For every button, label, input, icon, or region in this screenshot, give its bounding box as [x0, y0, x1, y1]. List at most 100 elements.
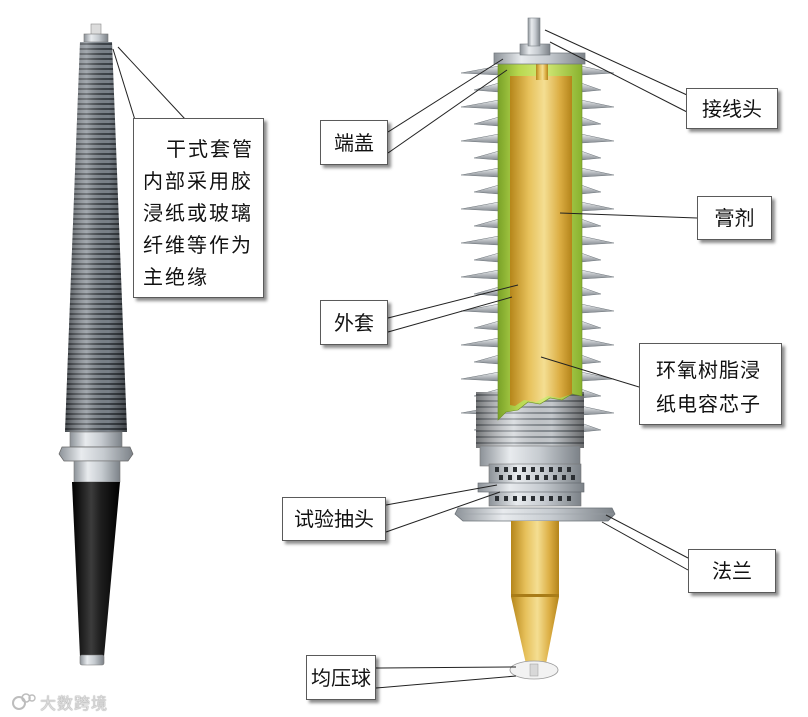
core-line: 环氧树脂浸	[656, 358, 761, 382]
leader-sleeve-2	[387, 296, 513, 333]
leader-ball-2	[375, 675, 517, 689]
note-line: 干式套管	[166, 137, 254, 161]
note-line: 内部采用胶	[143, 169, 253, 193]
tap-window	[535, 475, 539, 480]
dry-bushing-flange	[58, 446, 134, 462]
shed-right	[580, 371, 615, 382]
tap-window	[540, 496, 544, 501]
tap-window	[549, 496, 553, 501]
leader-ball-1	[375, 666, 517, 669]
dry-bushing-neck	[73, 460, 121, 483]
shed-right	[580, 150, 602, 161]
tap-window	[504, 496, 508, 501]
tap-window	[531, 467, 535, 472]
test-tap-ring	[477, 482, 585, 493]
label-paste: 膏剂	[697, 196, 772, 240]
tap-window	[522, 496, 526, 501]
shed-right	[580, 252, 602, 263]
dry-bushing-cone	[72, 482, 120, 657]
tap-window	[513, 467, 517, 472]
tap-window	[504, 467, 508, 472]
shed-right	[580, 303, 615, 314]
tap-window	[544, 475, 548, 480]
tap-window	[567, 467, 571, 472]
shed-left	[473, 150, 500, 161]
capacitor-core	[510, 76, 572, 406]
leader-lines	[112, 29, 698, 689]
leader-tap-2	[385, 491, 501, 533]
label-capacitor-core: 环氧树脂浸 纸电容芯子	[639, 343, 782, 425]
shed-right	[580, 65, 615, 76]
shed-left	[460, 167, 500, 178]
note-line: 纤维等作为	[143, 233, 253, 257]
shed-right	[580, 286, 602, 297]
note-line: 浸纸或玻璃	[143, 201, 253, 225]
tap-window	[558, 496, 562, 501]
leader-note-1	[112, 48, 136, 121]
dry-bushing-tip	[79, 654, 105, 666]
shed-left	[473, 252, 500, 263]
leader-flange-1	[605, 514, 689, 559]
tap-window	[495, 467, 499, 472]
tap-window	[517, 475, 521, 480]
shed-left	[473, 286, 500, 297]
grading-ball-stem	[529, 663, 539, 677]
tap-window	[495, 496, 499, 501]
leader-endcap-1	[387, 58, 504, 133]
label-flange: 法兰	[688, 549, 776, 593]
label-dry-bushing-note: 干式套管 内部采用胶 浸纸或玻璃 纤维等作为 主绝缘	[133, 118, 264, 298]
leader-terminal-1	[544, 29, 688, 96]
shed-left	[460, 201, 500, 212]
dry-bushing-shading	[65, 42, 127, 432]
dry-bushing-top-cap	[83, 33, 109, 43]
bottom-tube-joint	[511, 594, 559, 597]
leader-sleeve-1	[387, 284, 519, 319]
shed-right	[580, 116, 602, 127]
dry-bushing-lower-band	[69, 431, 123, 448]
watermark: 大数跨境	[12, 690, 108, 714]
core-line: 纸电容芯子	[656, 392, 761, 416]
shed-right	[580, 337, 615, 348]
shed-right	[580, 320, 602, 331]
test-tap-windows	[495, 467, 575, 501]
bottom-tube	[511, 521, 559, 596]
shed-right	[580, 354, 602, 365]
leader-note-2	[117, 46, 186, 120]
leader-core	[540, 356, 640, 388]
tap-window	[571, 475, 575, 480]
terminal-rod	[527, 17, 541, 47]
shed-right	[580, 235, 615, 246]
shed-left	[460, 337, 500, 348]
dry-bushing	[58, 23, 134, 666]
tap-window	[531, 496, 535, 501]
shed-left	[460, 99, 500, 110]
label-terminal: 接线头	[686, 88, 778, 129]
shed-left	[473, 116, 500, 127]
tap-window	[499, 475, 503, 480]
shed-left	[460, 269, 500, 280]
tap-window	[522, 467, 526, 472]
tap-window	[549, 467, 553, 472]
shed-left	[473, 320, 500, 331]
label-grading-ball: 均压球	[306, 655, 376, 700]
shed-right	[580, 167, 615, 178]
tap-window	[562, 475, 566, 480]
leader-terminal-2	[549, 41, 688, 113]
shed-right	[580, 405, 615, 416]
shed-left	[473, 218, 500, 229]
tap-window	[508, 475, 512, 480]
tap-window	[558, 467, 562, 472]
tap-window	[513, 496, 517, 501]
bottom-cone	[511, 597, 559, 664]
leader-paste	[559, 212, 698, 219]
shed-right	[580, 218, 602, 229]
flange-plate	[454, 507, 616, 522]
leader-flange-2	[601, 521, 689, 571]
label-end-cap: 端盖	[320, 120, 388, 165]
tap-window	[567, 496, 571, 501]
shed-right	[580, 184, 602, 195]
watermark-text: 大数跨境	[40, 694, 109, 713]
label-outer-sleeve: 外套	[320, 300, 388, 345]
tap-window	[553, 475, 557, 480]
tap-window	[526, 475, 530, 480]
